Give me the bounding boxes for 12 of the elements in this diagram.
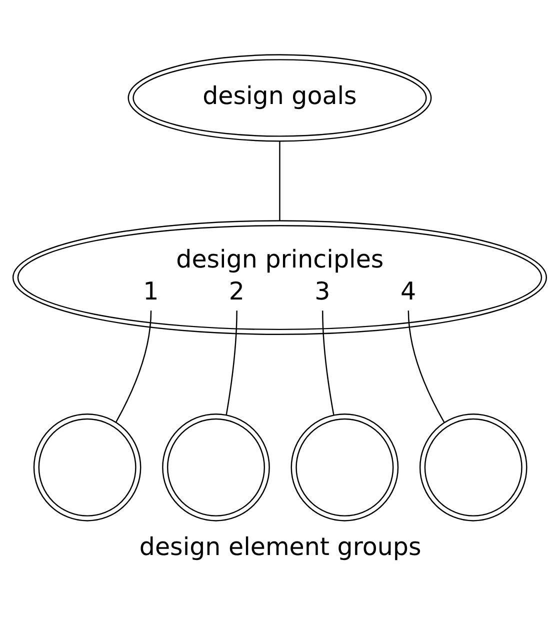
label: design element groups [139,532,422,562]
connector [226,310,238,416]
connector [408,310,445,423]
connector [115,310,152,422]
connector [279,141,280,221]
node-circle [33,413,142,522]
node-ellipse: design goals [128,54,432,142]
connector [322,310,334,416]
node-ellipse: design principles 1 2 3 4 [12,220,548,335]
node-circle [162,413,270,522]
node-circle [419,413,528,522]
node-circle [290,413,399,522]
